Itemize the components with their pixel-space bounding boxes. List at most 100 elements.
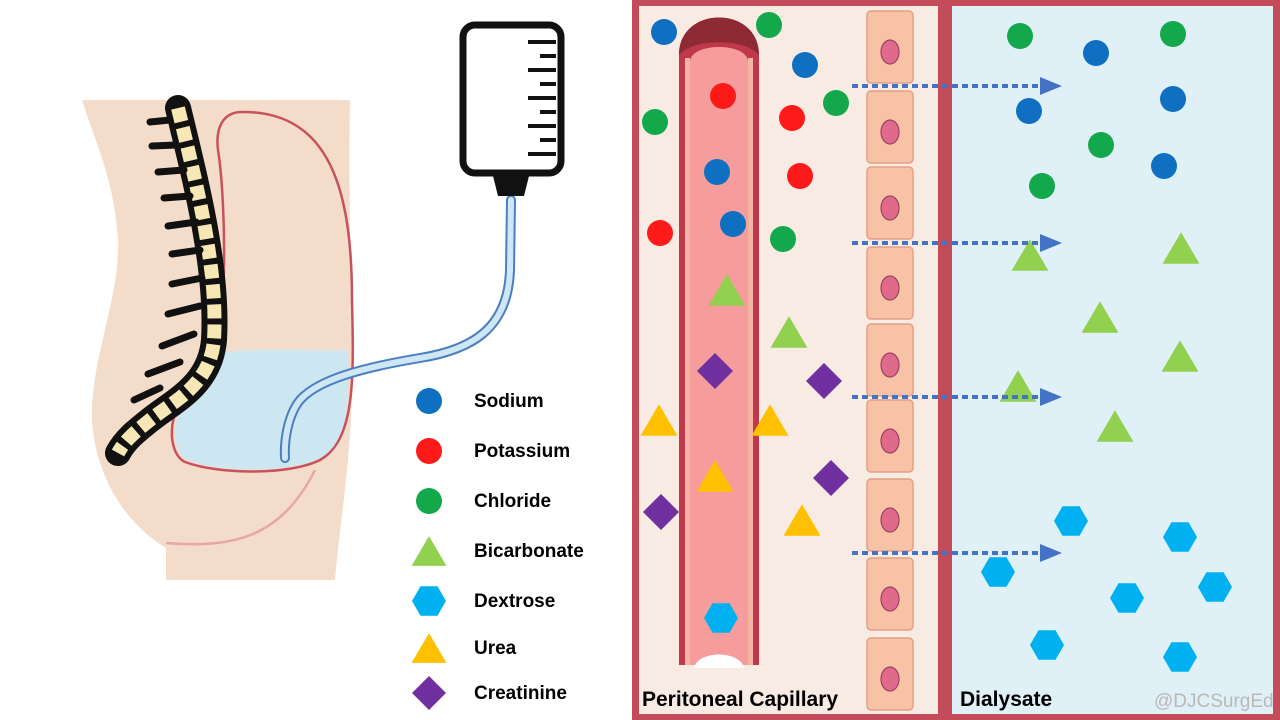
legend-label-bicarbonate: Bicarbonate xyxy=(474,541,584,562)
vessel-wall-highlight-left xyxy=(685,58,690,665)
particle-bicarbonate xyxy=(708,274,746,306)
spinal-processes xyxy=(130,116,206,404)
legend-label-sodium: Sodium xyxy=(474,391,544,412)
particle-bicarbonate xyxy=(1081,301,1119,333)
particle-chloride xyxy=(1088,132,1114,158)
particle-dextrose xyxy=(981,557,1015,587)
particle-sodium xyxy=(651,19,677,45)
particle-chloride xyxy=(756,12,782,38)
legend-symbol-creatinine xyxy=(412,676,446,710)
cell-nucleus xyxy=(880,507,900,533)
particle-sodium xyxy=(792,52,818,78)
dialysate-fluid-in-cavity xyxy=(175,349,349,470)
particle-potassium xyxy=(710,83,736,109)
dialysate-panel xyxy=(950,0,1280,720)
particle-potassium xyxy=(787,163,813,189)
legend-label-potassium: Potassium xyxy=(474,441,571,462)
cell-nucleus xyxy=(880,352,900,378)
particle-chloride xyxy=(1007,23,1033,49)
particle-bicarbonate xyxy=(999,370,1037,402)
particle-sodium xyxy=(1083,40,1109,66)
particle-dextrose xyxy=(1163,522,1197,552)
dialysate-panel-frame-right xyxy=(1273,0,1280,720)
particle-urea xyxy=(751,404,789,436)
mesothelial-cell xyxy=(866,10,914,84)
bottom-frame xyxy=(632,714,1280,720)
particle-dextrose xyxy=(704,603,738,633)
cell-nucleus xyxy=(880,428,900,454)
particle-bicarbonate xyxy=(770,316,808,348)
legend-label-creatinine: Creatinine xyxy=(474,683,567,704)
cell-nucleus xyxy=(880,195,900,221)
particle-bicarbonate xyxy=(1161,340,1199,372)
particle-bicarbonate xyxy=(1011,239,1049,271)
particle-chloride xyxy=(1160,21,1186,47)
capillary-vessel xyxy=(679,17,759,668)
cell-nucleus xyxy=(880,39,900,65)
legend-label-chloride: Chloride xyxy=(474,491,552,512)
mesothelial-cell xyxy=(866,323,914,397)
capillary-panel-frame-left xyxy=(632,0,639,720)
abdomen-cross-section xyxy=(82,95,355,580)
particle-potassium xyxy=(779,105,805,131)
particle-chloride xyxy=(642,109,668,135)
vessel-cap xyxy=(679,17,759,55)
particle-creatinine xyxy=(813,460,849,496)
particle-sodium xyxy=(1016,98,1042,124)
legend-symbol-chloride xyxy=(416,488,442,514)
vessel-wall-highlight-right xyxy=(748,58,753,665)
panel-divider xyxy=(938,0,952,720)
capillary-panel-label: Peritoneal Capillary xyxy=(642,688,839,711)
cell-nucleus xyxy=(880,586,900,612)
diffusion-arrow xyxy=(852,77,1062,95)
legend-symbol-sodium xyxy=(416,388,442,414)
dialysate-bag xyxy=(279,21,565,463)
particle-sodium xyxy=(720,211,746,237)
mesothelial-cell xyxy=(866,399,914,473)
particle-dextrose xyxy=(1054,506,1088,536)
particle-dextrose xyxy=(1110,583,1144,613)
particle-urea xyxy=(696,460,734,492)
particle-dextrose xyxy=(1163,642,1197,672)
mesothelial-cell xyxy=(866,166,914,240)
particle-chloride xyxy=(823,90,849,116)
particle-chloride xyxy=(1029,173,1055,199)
diffusion-arrow xyxy=(852,544,1062,562)
mesothelial-cell xyxy=(866,246,914,320)
particle-dextrose xyxy=(1198,572,1232,602)
particle-sodium xyxy=(1160,86,1186,112)
particle-urea xyxy=(640,404,678,436)
particle-creatinine xyxy=(643,494,679,530)
mesothelial-cell xyxy=(866,637,914,711)
dialysate-panel-label: Dialysate xyxy=(960,688,1053,711)
legend-label-urea: Urea xyxy=(474,638,517,659)
solute-particles xyxy=(640,12,1232,672)
vessel-lumen xyxy=(690,47,748,665)
spine-core xyxy=(111,106,222,457)
legend-symbol-urea xyxy=(411,633,447,663)
particle-creatinine xyxy=(806,363,842,399)
bag-spout xyxy=(492,172,530,196)
particle-sodium xyxy=(704,159,730,185)
particle-dextrose xyxy=(1030,630,1064,660)
mesothelial-cell xyxy=(866,478,914,552)
particle-urea xyxy=(783,504,821,536)
legend-label-dextrose: Dextrose xyxy=(474,591,556,612)
legend-symbol-potassium xyxy=(416,438,442,464)
cell-nucleus xyxy=(880,666,900,692)
mesothelial-cell xyxy=(866,90,914,164)
particle-bicarbonate xyxy=(1096,410,1134,442)
diffusion-arrow xyxy=(852,234,1062,252)
particle-potassium xyxy=(647,220,673,246)
particle-bicarbonate xyxy=(1162,232,1200,264)
diffusion-arrow xyxy=(852,388,1062,406)
particle-chloride xyxy=(770,226,796,252)
diffusion-arrows xyxy=(852,77,1062,562)
top-frame xyxy=(632,0,1280,6)
bag-measurement-scale xyxy=(528,40,556,156)
cell-nucleus xyxy=(880,119,900,145)
particle-sodium xyxy=(1151,153,1177,179)
skin-fold-line xyxy=(165,469,317,546)
watermark: @DJCSurgEd xyxy=(1154,691,1274,712)
